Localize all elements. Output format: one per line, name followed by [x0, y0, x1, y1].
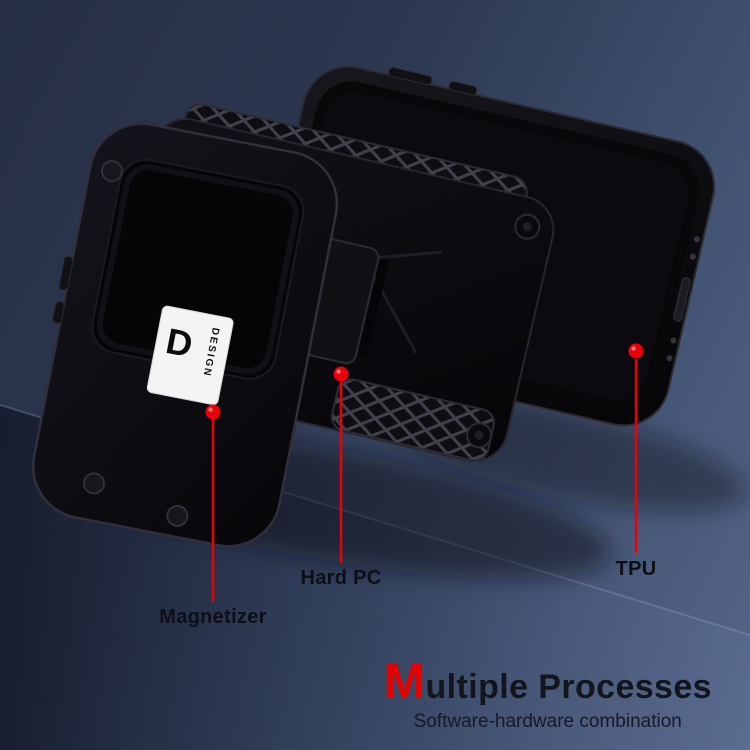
- charging-port-icon: [673, 277, 691, 322]
- callout-dot-highlight: [336, 369, 341, 374]
- callout-magnetizer: [205, 404, 221, 602]
- caption-title-rest: ultiple Processes: [425, 668, 712, 706]
- caption-title-initial: M: [383, 653, 426, 709]
- brand-card-background: [146, 305, 234, 406]
- callout-dot: [628, 343, 644, 359]
- callout-dot-highlight: [631, 346, 636, 351]
- speaker-hole-icon: [693, 236, 700, 243]
- speaker-hole-icon: [670, 337, 677, 344]
- callout-dot-highlight: [208, 407, 213, 412]
- side-button-icon: [388, 67, 433, 86]
- side-button-icon: [52, 300, 65, 324]
- side-button-icon: [448, 81, 478, 96]
- front-case-layer: D DESIGN: [31, 122, 339, 548]
- callout-label-tpu: TPU: [615, 558, 657, 580]
- speaker-hole-icon: [689, 253, 696, 260]
- callout-dot: [205, 404, 221, 420]
- caption-subtitle: Software-hardware combination: [413, 711, 682, 732]
- callout-hard-pc: [333, 366, 349, 563]
- corner-eyelet: [83, 472, 106, 495]
- callout-label-magnetizer: Magnetizer: [159, 606, 267, 628]
- callout-dot: [333, 366, 349, 382]
- corner-eyelet: [100, 160, 123, 183]
- caption-title: Multiple Processes: [383, 652, 712, 710]
- corner-eyelet: [166, 504, 189, 527]
- callout-label-hard-pc: Hard PC: [300, 567, 382, 589]
- kickstand-slot: [358, 259, 389, 360]
- side-button-icon: [58, 255, 74, 291]
- speaker-hole-icon: [666, 355, 673, 362]
- brand-card: D DESIGN: [146, 305, 234, 406]
- caption-block: Multiple Processes Software-hardware com…: [383, 652, 712, 733]
- callout-tpu: [628, 343, 644, 553]
